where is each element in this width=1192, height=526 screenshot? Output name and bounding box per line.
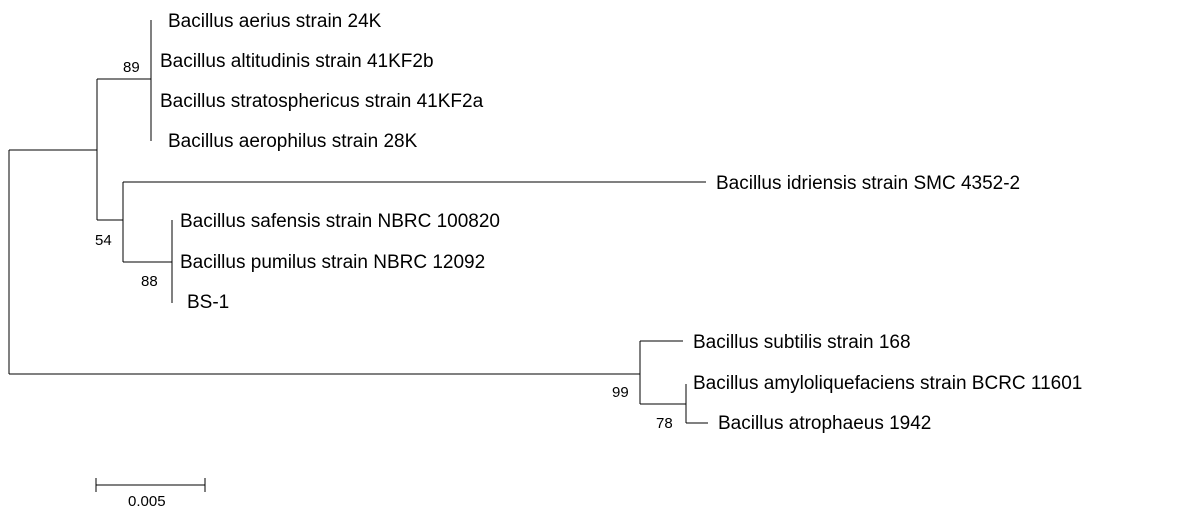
scale-bar: 0.005 [95, 478, 206, 510]
taxon-label: Bacillus safensis strain NBRC 100820 [180, 211, 500, 232]
taxon-label: Bacillus altitudinis strain 41KF2b [160, 51, 434, 72]
taxon-label: Bacillus stratosphericus strain 41KF2a [160, 91, 484, 112]
bootstrap-value: 88 [141, 273, 158, 290]
scale-bar-label: 0.005 [128, 493, 166, 510]
taxon-label: Bacillus subtilis strain 168 [693, 332, 911, 353]
taxon-label: Bacillus pumilus strain NBRC 12092 [180, 252, 485, 273]
taxon-label: Bacillus amyloliquefaciens strain BCRC 1… [693, 373, 1082, 394]
taxon-label: Bacillus aerophilus strain 28K [168, 131, 418, 152]
bootstrap-value: 78 [656, 415, 673, 432]
taxon-label: Bacillus atrophaeus 1942 [718, 413, 931, 434]
bootstrap-value: 54 [95, 232, 112, 249]
taxon-label: Bacillus aerius strain 24K [168, 11, 382, 32]
bootstrap-value: 99 [612, 384, 629, 401]
taxon-label: BS-1 [187, 292, 229, 313]
bootstrap-value: 89 [123, 59, 140, 76]
taxon-label: Bacillus idriensis strain SMC 4352-2 [716, 173, 1020, 194]
